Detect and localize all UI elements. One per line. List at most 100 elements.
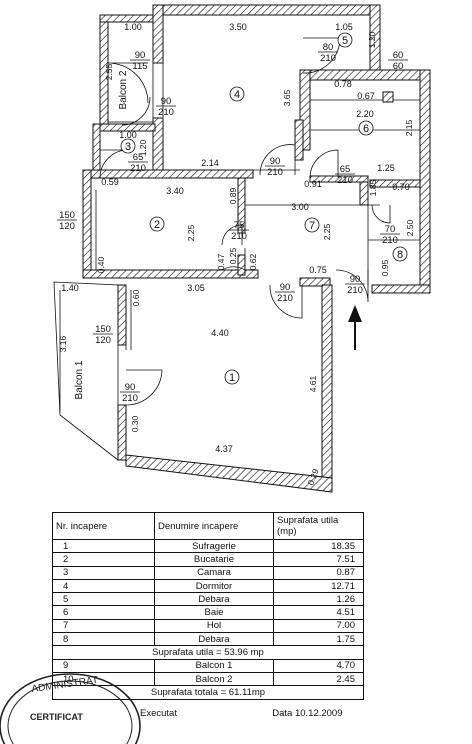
opening-height-label: 120 <box>95 335 111 346</box>
cell-name: Hol <box>154 618 274 634</box>
room-number: 7 <box>309 220 315 232</box>
walls <box>82 4 431 493</box>
cell-name: Debara <box>154 632 274 647</box>
cell-name: Debara <box>154 592 274 607</box>
dim-label: 2.20 <box>356 109 374 119</box>
dim-label: 0.70 <box>392 182 410 192</box>
opening-width-label: 150 <box>59 210 75 221</box>
opening-height-label: 210 <box>337 175 353 186</box>
room-number: 1 <box>229 372 235 384</box>
dim-label: 1.25 <box>377 163 395 173</box>
dim-label: 3.16 <box>58 335 68 352</box>
opening-width-label: 90 <box>350 274 361 285</box>
official-stamp: ADMINISTRAT CERTIFICAT <box>0 673 141 744</box>
cell-name: Sufragerie <box>154 538 274 554</box>
cell-nr: 2 <box>52 552 155 567</box>
room-number: 4 <box>234 89 240 101</box>
cell-area: 4.51 <box>273 605 364 620</box>
opening-height-label: 120 <box>59 221 75 232</box>
opening-width-label: 90 <box>161 96 172 107</box>
opening-width-label: 70 <box>385 224 396 235</box>
cell-nr: 8 <box>52 632 155 647</box>
cell-area: 2.45 <box>273 671 364 687</box>
cell-area: 7.51 <box>273 552 364 567</box>
opening-width-label: 60 <box>393 50 404 61</box>
dim-label: 2.25 <box>322 223 332 240</box>
dim-label: 0.78 <box>334 79 352 89</box>
cell-area: 18.35 <box>273 538 364 554</box>
cell-nr: 7 <box>52 618 155 634</box>
opening-width-label: 150 <box>95 324 111 335</box>
dim-label: 0.47 <box>216 253 226 270</box>
balcony-label: Balcon 1 <box>74 360 85 399</box>
total-row: Suprafata totala = 61.11mp <box>52 685 364 700</box>
outlines <box>53 15 420 461</box>
dim-label: 2.55 <box>104 63 114 80</box>
cell-area: 7.00 <box>273 618 364 634</box>
dim-label: 1.40 <box>61 283 79 293</box>
room-number: 3 <box>125 141 131 153</box>
cell-nr: 1 <box>52 538 155 554</box>
subtotal-cell: Suprafata utila = 53.96 mp <box>52 645 364 660</box>
footer: Executat Data 10.12.2009 <box>140 708 343 719</box>
dim-label: 4.37 <box>215 444 233 454</box>
cell-name: Balcon 1 <box>154 658 274 673</box>
opening-height-label: 210 <box>277 293 293 304</box>
opening-height-label: 210 <box>122 393 138 404</box>
cell-area: 4.70 <box>273 658 364 673</box>
dim-label: 2.25 <box>186 224 196 241</box>
dim-label: 1.20 <box>138 139 148 156</box>
balcony-label: Balcon 2 <box>118 70 129 109</box>
dim-label: 0.67 <box>357 91 375 101</box>
dim-label: 0.30 <box>130 415 140 432</box>
room-number: 8 <box>397 249 403 261</box>
cell-area: 1.26 <box>273 592 364 607</box>
cell-name: Balcon 2 <box>154 671 274 687</box>
dim-label: 3.50 <box>229 22 247 32</box>
opening-width-label: 75 <box>234 220 245 231</box>
room-area-table: Nr. incapere Denumire incapere Suprafata… <box>52 512 364 700</box>
opening-height-label: 115 <box>132 61 147 72</box>
dimension-labels-vertical: 2.55 2.15 3.65 1.20 0.89 1.85 1.20 2.25 … <box>58 31 415 486</box>
cell-name: Baie <box>154 605 274 620</box>
date-label: Data 10.12.2009 <box>272 708 343 719</box>
total-cell: Suprafata totala = 61.11mp <box>52 685 364 700</box>
column <box>382 91 394 103</box>
cell-area: 0.87 <box>273 565 364 580</box>
dim-label: 2.50 <box>405 219 415 236</box>
entrance-arrow <box>348 305 362 350</box>
opening-height-label: 60 <box>393 61 404 72</box>
dim-label: 0.25 <box>228 247 238 264</box>
table-header-row: Nr. incapere Denumire incapere Suprafata… <box>52 512 364 540</box>
dim-label: 1.05 <box>335 22 353 32</box>
dim-label: 0.95 <box>380 259 390 276</box>
dim-label: 0.62 <box>248 253 258 270</box>
opening-height-label: 210 <box>320 53 336 64</box>
dim-label: 0.89 <box>228 187 238 204</box>
opening-width-label: 90 <box>280 282 291 293</box>
cell-area: 1.75 <box>273 632 364 647</box>
stamp-text: CERTIFICAT <box>30 712 83 722</box>
dim-label: 0.60 <box>131 289 141 306</box>
opening-width-label: 90 <box>135 50 146 61</box>
room-number: 5 <box>342 35 348 47</box>
executed-label: Executat <box>140 708 177 719</box>
cell-name: Camara <box>154 565 274 580</box>
dim-label: 0.59 <box>101 177 119 187</box>
subtotal-row: Suprafata utila = 53.96 mp <box>52 645 364 660</box>
